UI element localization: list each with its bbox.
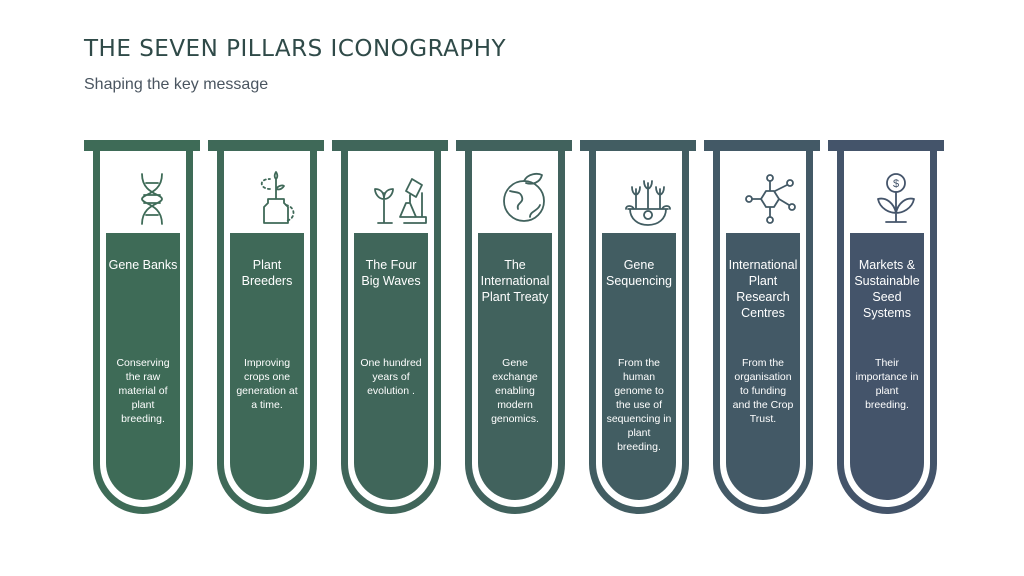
dna-icon [141, 173, 163, 225]
tube-cap [456, 140, 572, 151]
pillar-1: Gene Banks Conserving the raw material o… [84, 140, 200, 520]
lab-plant-microscope-icon [374, 178, 427, 224]
tube-fill: Gene Sequencing From the human genome to… [602, 233, 676, 500]
tube-cap [208, 140, 324, 151]
money-plant-icon: $ [877, 173, 915, 223]
pillar-2: Plant Breeders Improving crops one gener… [208, 140, 324, 520]
pillar-6: International Plant Research Centres Fro… [704, 140, 820, 520]
test-tube: Gene Banks Conserving the raw material o… [93, 151, 193, 514]
pillar-name: Gene Banks [108, 258, 178, 272]
pillar-7: $ Markets & Sustainable Seed Systems The… [828, 140, 944, 520]
pillar-name: International Plant Research Centres [728, 258, 798, 320]
pillar-name: Gene Sequencing [605, 258, 673, 288]
globe-leaf-icon [503, 173, 545, 222]
tube-cap [580, 140, 696, 151]
molecule-network-icon [745, 174, 796, 224]
pillar-description: From the human genome to the use of sequ… [606, 357, 672, 453]
test-tube: Plant Breeders Improving crops one gener… [217, 151, 317, 514]
tube-fill: International Plant Research Centres Fro… [726, 233, 800, 500]
pillar-description: Their importance in plant breeding. [855, 357, 919, 411]
tube-fill: Gene Banks Conserving the raw material o… [106, 233, 180, 500]
pillar-description: From the organisation to funding and the… [732, 357, 794, 425]
tube-cap [828, 140, 944, 151]
tube-fill: The Four Big Waves One hundred years of … [354, 233, 428, 500]
test-tube: $ Markets & Sustainable Seed Systems The… [837, 151, 937, 514]
pillar-description: Improving crops one generation at a time… [236, 357, 298, 411]
pillar-5: Gene Sequencing From the human genome to… [580, 140, 696, 520]
pillar-name: Markets & Sustainable Seed Systems [854, 258, 920, 320]
pillar-description: Gene exchange enabling modern genomics. [491, 357, 539, 425]
crops-gear-icon [625, 180, 671, 226]
tube-fill: The International Plant Treaty Gene exch… [478, 233, 552, 500]
pillar-name: Plant Breeders [241, 258, 293, 288]
pillar-description: One hundred years of evolution . [360, 357, 422, 397]
test-tube: International Plant Research Centres Fro… [713, 151, 813, 514]
plant-jar-icon [260, 171, 295, 224]
pillar-name: The Four Big Waves [361, 258, 421, 288]
tube-fill: Markets & Sustainable Seed Systems Their… [850, 233, 924, 500]
tube-fill: Plant Breeders Improving crops one gener… [230, 233, 304, 500]
pillar-4: The International Plant Treaty Gene exch… [456, 140, 572, 520]
pillar-description: Conserving the raw material of plant bre… [116, 357, 170, 425]
page-title: THE SEVEN PILLARS ICONOGRAPHY [84, 36, 507, 62]
page-subtitle: Shaping the key message [84, 76, 269, 93]
tube-cap [84, 140, 200, 151]
tube-cap [332, 140, 448, 151]
pillar-3: The Four Big Waves One hundred years of … [332, 140, 448, 520]
test-tube: Gene Sequencing From the human genome to… [589, 151, 689, 514]
tube-cap [704, 140, 820, 151]
pillar-name: The International Plant Treaty [480, 258, 550, 304]
test-tube: The Four Big Waves One hundred years of … [341, 151, 441, 514]
svg-text:$: $ [893, 178, 899, 190]
test-tube: The International Plant Treaty Gene exch… [465, 151, 565, 514]
